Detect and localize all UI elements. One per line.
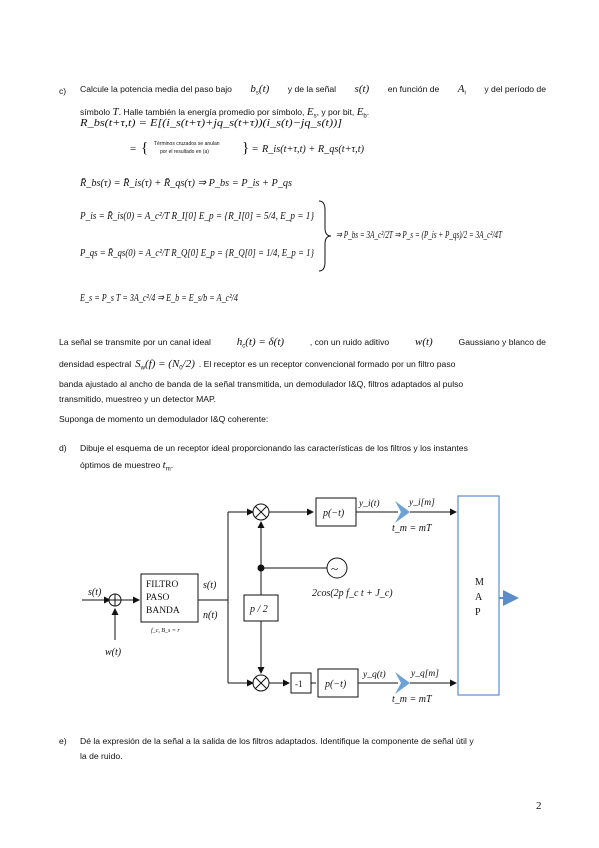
equation-block: R_bs(t+τ,t) = E[(i_s(t+τ)+jq_s(t+τ))(i_s… [79,117,503,304]
svg-text:f_c, B_s = r: f_c, B_s = r [151,627,180,634]
equation-power-i: P_is = R̄_is(0) = A_c²/T R_I[0] E_p = {R… [79,210,315,222]
noise-w-label: w(t) [105,647,122,658]
tm-bottom-label: t_m = mT [392,694,433,705]
svg-text:p(−t): p(−t) [324,679,347,690]
svg-text:-1: -1 [295,679,303,689]
item-e-text: Dé la expresión de la señal a la salida … [80,736,474,761]
yi-t-label: y_i(t) [358,498,380,509]
svg-text:⇒ P_bs = 3A_c²/2T ⇒ P_s = (P_i: ⇒ P_bs = 3A_c²/2T ⇒ P_s = (P_is + P_qs)/… [336,230,503,241]
equation-power-q: P_qs = R̄_qs(0) = A_c²/T R_Q[0] E_p = {R… [79,247,314,259]
channel-paragraph: La señal se transmite por un canal ideal… [59,336,546,405]
svg-text:=: = [252,143,258,155]
yq-m-label: y_q[m] [410,669,439,679]
yi-m-label: y_i[m] [408,498,435,508]
svg-text:p / 2: p / 2 [249,604,268,615]
equation-cross-terms: = { Términos cruzados se anulan por el r… [130,140,364,156]
matched-filter-top: p(−t) [315,497,357,527]
svg-text:{: { [141,140,148,156]
svg-text:R̄_bs(τ) = R̄_is(τ) + R̄_qs(τ): R̄_bs(τ) = R̄_is(τ) + R̄_qs(τ) ⇒ P_bs = … [79,177,292,189]
item-d-text: Dibuje el esquema de un receptor ideal p… [80,443,468,473]
item-e-label: e) [59,736,67,746]
svg-text:P_is = R̄_is(0) = A_c²/T R_I[0: P_is = R̄_is(0) = A_c²/T R_I[0] E_p = {R… [79,210,315,222]
equation-total-power: ⇒ P_bs = 3A_c²/2T ⇒ P_s = (P_is + P_qs)/… [336,230,503,241]
adder-node [108,593,122,607]
equation-power-sum: R̄_bs(τ) = R̄_is(τ) + R̄_qs(τ) ⇒ P_bs = … [79,177,292,189]
equation-energy: E_s = P_s T = 3A_c²/4 ⇒ E_b = E_s/b = A_… [79,292,238,304]
symbol-hc: hc(t) = δ(t) [236,336,285,350]
sampler-bottom [395,672,457,694]
svg-text:FILTRO: FILTRO [146,580,179,590]
svg-text:PASO: PASO [146,593,170,603]
svg-text:}: } [242,140,249,156]
input-s-label: s(t) [88,587,102,598]
bandpass-filter-block: FILTRO PASO BANDA f_c, B_s = r [140,573,199,634]
item-c-label: c) [59,86,67,96]
oscillator-label: 2cos(2p f_c t + J_c) [312,588,393,599]
svg-text:BANDA: BANDA [146,606,180,616]
svg-text:M: M [475,577,484,588]
svg-text:A: A [475,592,483,603]
mixer-top [252,503,270,521]
svg-text:~: ~ [331,561,338,576]
negation-block: -1 [290,672,312,694]
suponga-line: Suponga de momento un demodulador I&Q co… [59,414,269,424]
item-d-label: d) [59,443,67,453]
svg-text:R_bs(t+τ,t) = E[(i_s(t+τ)+jq_s: R_bs(t+τ,t) = E[(i_s(t+τ)+jq_s(t+τ))(i_s… [79,117,342,129]
svg-text:p(−t): p(−t) [322,508,345,519]
symbol-Eb: Eb [356,105,367,120]
page-number: 2 [536,800,542,812]
symbol-Sw: Sw(f) = (N0/2) [135,357,195,372]
sampler-top [395,501,457,523]
symbol-Es: Es [306,105,317,120]
item-c-text: Calcule la potencia media del paso bajo … [80,83,546,120]
svg-text:E_s = P_s T = 3A_c²/4 ⇒ E_b =: E_s = P_s T = 3A_c²/4 ⇒ E_b = E_s/b = A_… [79,292,238,304]
svg-text:P: P [475,607,481,618]
phase-shift-block: p / 2 [243,594,279,622]
svg-text:P_qs = R̄_qs(0) = A_c²/T R_Q[0: P_qs = R̄_qs(0) = A_c²/T R_Q[0] E_p = {R… [79,247,314,259]
matched-filter-bottom: p(−t) [317,668,359,698]
filter-out-n-label: n(t) [203,610,218,621]
svg-text:=: = [130,143,136,155]
svg-text:por el resultado en (a): por el resultado en (a) [160,149,209,155]
map-detector-block: M A P [457,495,500,696]
oscillator: ~ [326,557,348,579]
filter-out-s-label: s(t) [203,580,217,591]
symbol-bs: bs(t) [250,83,270,97]
tm-top-label: t_m = mT [392,523,433,534]
mixer-bottom [252,674,270,692]
yq-t-label: y_q(t) [362,669,386,680]
equation-autocorrelation: R_bs(t+τ,t) = E[(i_s(t+τ)+jq_s(t+τ))(i_s… [79,117,342,129]
svg-text:Términos cruzados se anulan: Términos cruzados se anulan [154,141,220,147]
brace [318,200,332,272]
svg-text:R_is(t+τ,t) + R_qs(t+τ,t): R_is(t+τ,t) + R_qs(t+τ,t) [261,143,364,155]
symbol-Ai: Ai [457,83,466,97]
